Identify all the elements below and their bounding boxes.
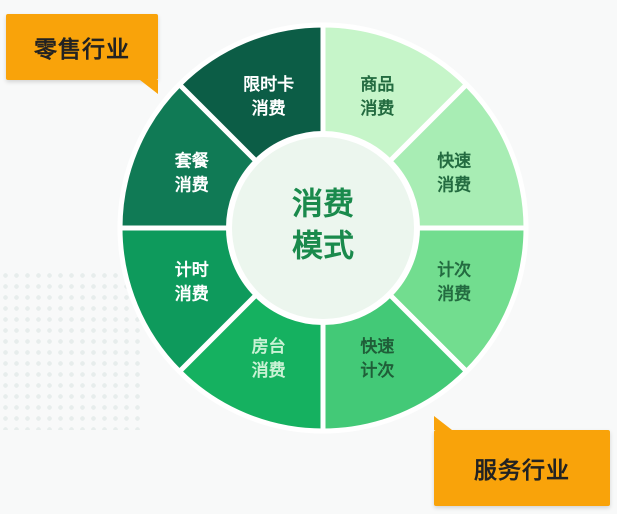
segment-label-line2: 消费	[252, 98, 286, 119]
decorative-dot-pattern	[0, 270, 140, 430]
segment-label-line2: 消费	[360, 98, 394, 119]
segment-label-line2: 消费	[175, 175, 209, 196]
retail-industry-label: 零售行业	[34, 37, 130, 63]
segment-label-line2: 消费	[175, 283, 209, 304]
segment-label-line2: 消费	[252, 360, 286, 381]
segment-label-line1: 房台	[252, 336, 286, 357]
segment-label-line2: 消费	[437, 283, 471, 304]
service-industry-label: 服务行业	[474, 458, 570, 484]
center-label-line1: 消费	[292, 187, 354, 223]
service-industry-tag: 服务行业	[434, 416, 610, 506]
segment-label-line1: 套餐	[174, 151, 210, 172]
center-circle	[226, 131, 420, 325]
segment-label-line2: 计次	[360, 360, 394, 381]
segment-label-line1: 限时卡	[243, 74, 294, 95]
segment-label-line1: 快速	[437, 151, 471, 172]
center-label-line2: 模式	[292, 229, 354, 265]
segment-label-line2: 消费	[437, 175, 471, 196]
retail-industry-tag: 零售行业	[6, 14, 158, 94]
segment-label-line1: 商品	[360, 74, 394, 95]
segment-label-line1: 快速	[360, 336, 394, 357]
segment-label-line1: 计时	[175, 259, 209, 280]
segment-label-line1: 计次	[437, 259, 471, 280]
